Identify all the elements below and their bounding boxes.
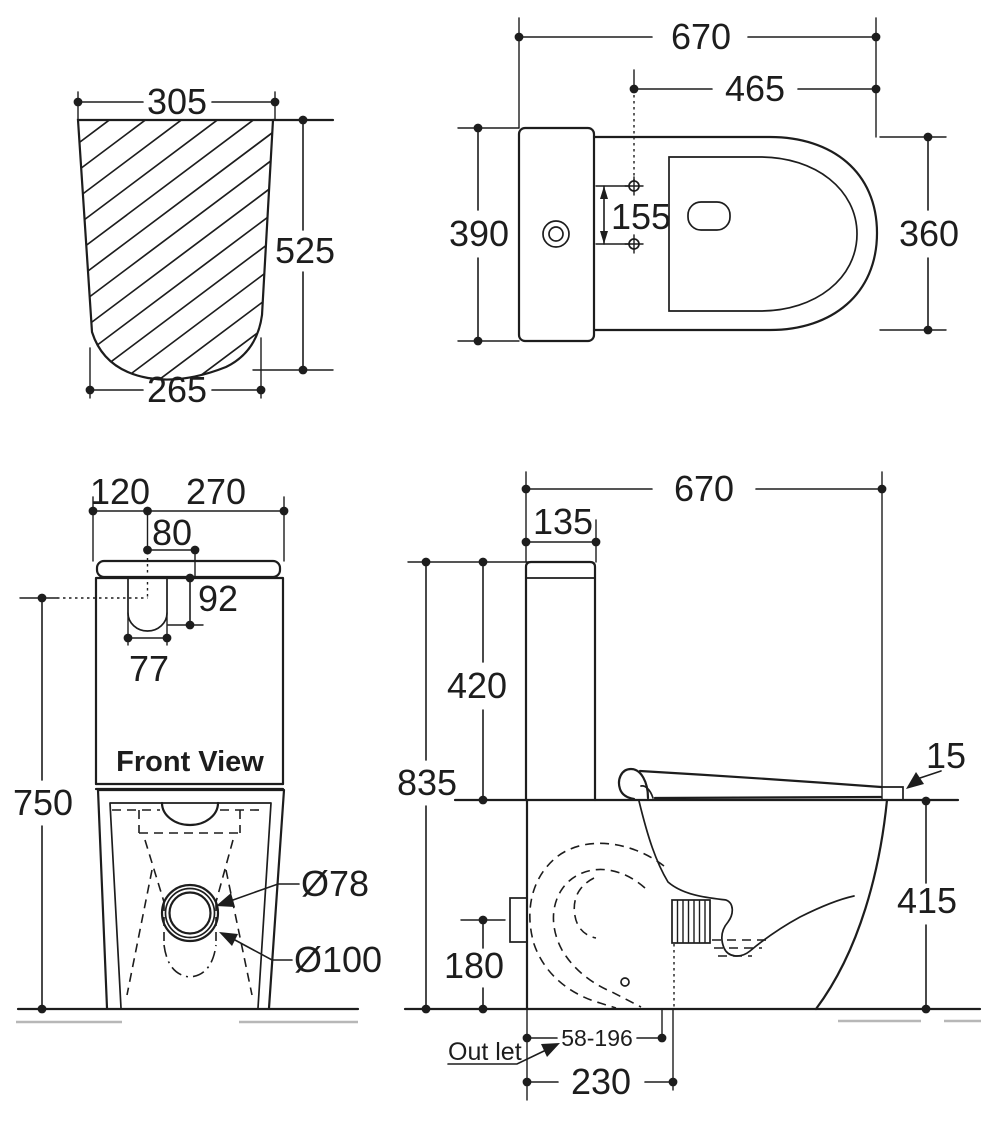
- dim-section-height: 525: [275, 230, 335, 271]
- front-view-title: Front View: [116, 746, 264, 778]
- trap-inner-circle: [168, 891, 212, 935]
- front-view: 120 270 80 92 77 750 Front View Ø78: [13, 471, 382, 1024]
- side-cistern-outline: [524, 560, 597, 802]
- flush-button-inner: [548, 226, 564, 242]
- plan-view: 670 465 155 390 360: [449, 16, 959, 346]
- plan-bowl-outline: [592, 135, 879, 332]
- plan-seat-outline: [668, 156, 858, 312]
- cistern-section-view: 305 525 265: [73, 81, 335, 410]
- dim-bowl-projection: 465: [725, 68, 785, 109]
- dim-outlet-setout: 230: [571, 1061, 631, 1102]
- dim-trap-outer-dia: Ø100: [294, 939, 382, 980]
- side-seat-profile: [617, 767, 904, 801]
- dim-bowl-width: 360: [899, 213, 959, 254]
- dim-side-length: 670: [674, 468, 734, 509]
- dim-cistern-offset: 120: [90, 471, 150, 512]
- side-inlet-boss: [509, 897, 528, 943]
- dim-total-height: 835: [397, 762, 457, 803]
- dim-cistern-height: 420: [447, 665, 507, 706]
- dim-hole-spacing: 155: [611, 196, 671, 237]
- dim-top-width: 305: [147, 81, 207, 122]
- water-level-lines: [712, 939, 768, 957]
- dim-front-cistern-width: 270: [186, 471, 246, 512]
- dim-plan-length: 670: [671, 16, 731, 57]
- front-pedestal-outline: [96, 788, 286, 1010]
- flush-valve-grate: [671, 899, 711, 944]
- front-pedestal-inner: [109, 802, 272, 1009]
- side-pedestal-front: [814, 798, 889, 1011]
- side-bowl-interior: [638, 800, 855, 957]
- dim-inlet-height: 180: [444, 945, 504, 986]
- dim-trap-inner-dia: Ø78: [301, 863, 369, 904]
- dim-cistern-depth: 135: [533, 501, 593, 542]
- plan-cistern-outline: [517, 126, 596, 343]
- dim-pan-height: 415: [897, 880, 957, 921]
- dim-bottom-width: 265: [147, 369, 207, 410]
- trap-outer-circle: [160, 883, 220, 943]
- dim-inlet-depth: 92: [198, 578, 238, 619]
- dim-outlet-range: 58-196: [561, 1025, 633, 1051]
- flush-button-outer: [542, 220, 570, 248]
- hatch-pattern: [78, 120, 273, 380]
- dim-overall-height: 750: [13, 782, 73, 823]
- cistern-section-outline: [76, 118, 275, 381]
- dim-seat-thickness: 15: [926, 735, 966, 776]
- outlet-label: Out let: [448, 1038, 522, 1066]
- front-bowl-bulge: [160, 801, 220, 827]
- dim-inlet-offset: 80: [152, 512, 192, 553]
- front-hidden-lines: [112, 809, 263, 996]
- dim-cistern-width: 390: [449, 213, 509, 254]
- side-trapway-hidden: [529, 842, 675, 1009]
- plan-flush-opening: [687, 201, 731, 231]
- dim-inlet-width: 77: [129, 648, 169, 689]
- side-view: 670 135 420 835 15 415 180: [397, 468, 982, 1102]
- front-inlet-cup: [127, 577, 168, 632]
